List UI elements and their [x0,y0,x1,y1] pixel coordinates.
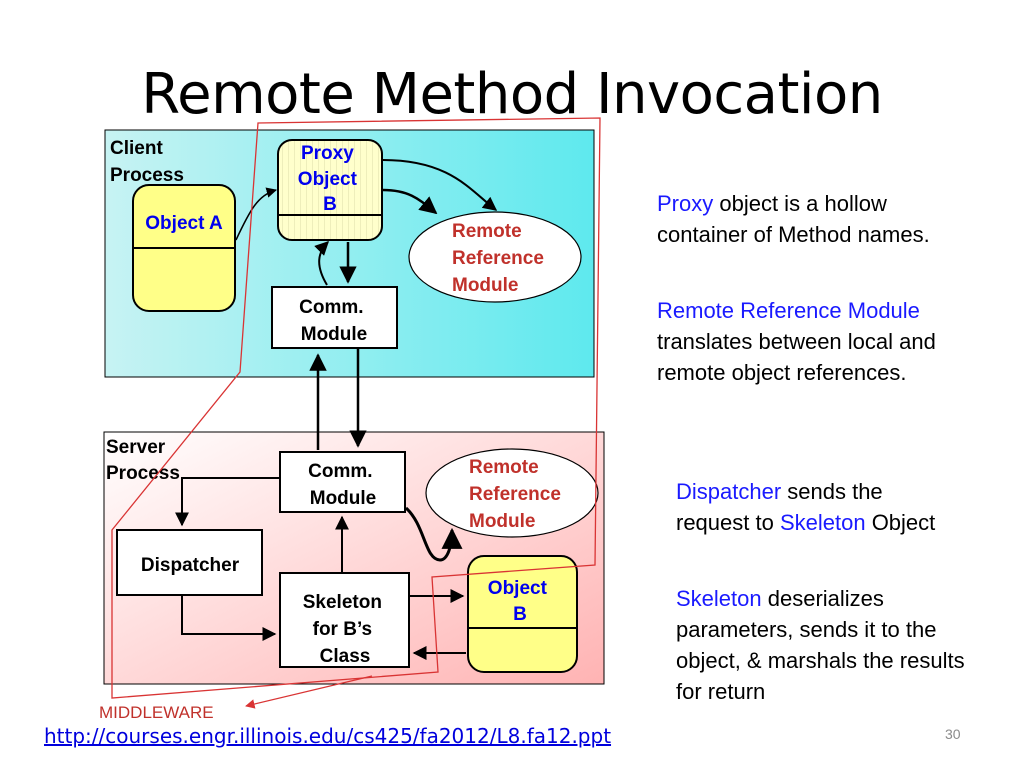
note-proxy: Proxy object is a hollow container of Me… [657,188,957,250]
note-rrm-text: translates between local and remote obje… [657,329,936,385]
note-dispatcher: Dispatcher sends the request to Skeleton… [676,476,956,538]
svg-text:Object A: Object A [145,213,223,234]
svg-text:Remote Reference: Remote Reference Module [469,457,566,532]
svg-text:Object B: Object B [488,578,552,625]
note-skeleton-term: Skeleton [676,586,762,611]
client-remote-reference-module: Remote Reference Module [408,211,582,303]
object-a: Object A [132,184,236,312]
note-rrm-term: Remote Reference Module [657,298,920,323]
object-b: Object B [467,555,578,673]
note-proxy-text: object is a hollow container of Method n… [657,191,930,247]
note-dispatcher-term2: Skeleton [779,510,866,535]
middleware-outline [111,117,601,699]
client-process-label: Client Process [110,138,184,186]
server-comm-module: Comm. Module [279,451,406,513]
note-skeleton: Skeleton deserializes parameters, sends … [676,583,966,707]
skeleton-box: Skeleton for B’s Class [279,572,410,668]
note-proxy-term: Proxy [657,191,714,216]
slide-title: Remote Method Invocation [141,62,883,127]
middleware-label: MIDDLEWARE [99,703,214,722]
svg-text:Comm. Module: Comm. Module [299,297,369,345]
note-rrm: Remote Reference Module translates betwe… [657,295,967,388]
note-dispatcher-text: sends the request to [676,479,883,535]
source-link[interactable]: http://courses.engr.illinois.edu/cs425/f… [44,724,612,748]
svg-text:Dispatcher: Dispatcher [141,555,240,576]
connection-arrows [175,159,498,660]
middleware-pointer-arrow [245,675,373,709]
svg-text:Skeleton for B’s: Skeleton for B’s Class [303,592,387,667]
page-number: 30 [945,726,961,742]
svg-text:Proxy Object B: Proxy Object B [298,143,362,215]
proxy-object-b: Proxy Object B [277,139,383,241]
server-remote-reference-module: Remote Reference Module [425,448,599,538]
client-comm-module: Comm. Module [271,286,398,349]
note-skeleton-text: deserializes parameters, sends it to the… [676,586,965,704]
note-dispatcher-term: Dispatcher [676,479,782,504]
note-dispatcher-rest: Object [865,510,936,535]
svg-text:Remote Reference: Remote Reference Module [452,221,549,296]
svg-text:Comm. Module: Comm. Module [308,461,378,509]
dispatcher-box: Dispatcher [116,529,263,596]
